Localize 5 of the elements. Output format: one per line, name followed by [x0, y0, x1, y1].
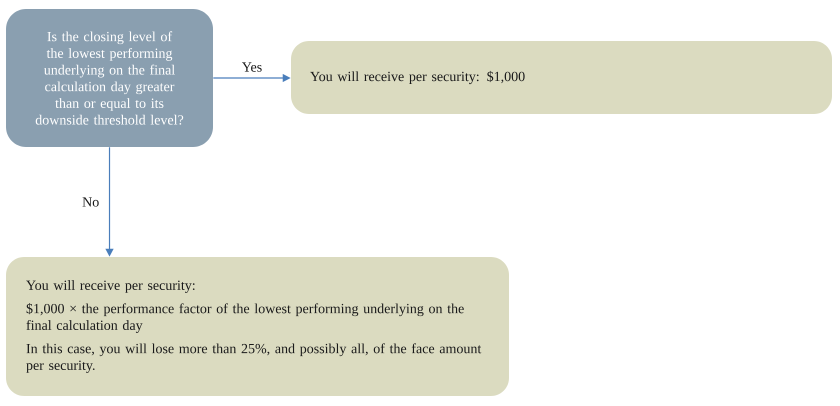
- result-box: You will receive per security: $1,000 × the performance factor of the lowest performing underlying on the final calculation day In this case, you will lose more than 25%, and possibly all, of the face amount per security.: [6, 257, 509, 396]
- edge-label: Yes: [240, 60, 264, 74]
- decision-box: Is the closing level of the lowest performing underlying on the final calculation day greater than or equal to its downside threshold level?: [6, 9, 213, 147]
- result-box: You will receive per security: $1,000: [291, 41, 832, 114]
- edge-label: No: [80, 195, 102, 209]
